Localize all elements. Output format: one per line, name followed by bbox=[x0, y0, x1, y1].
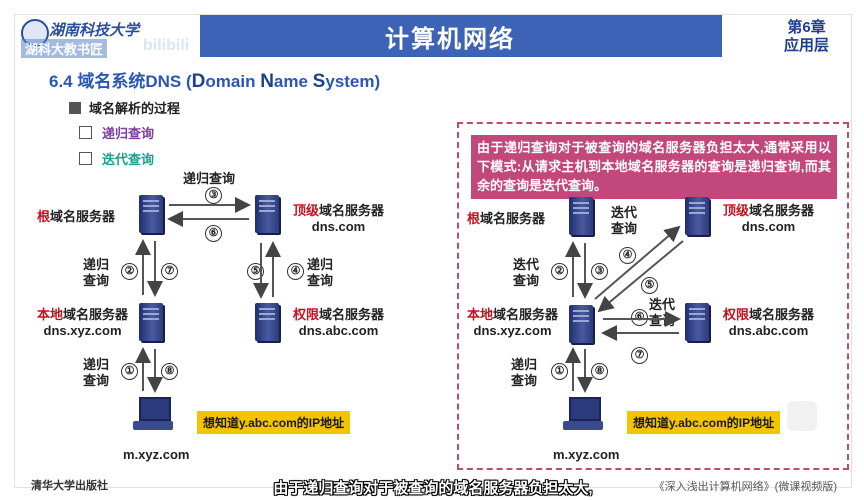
left-step-4: ④ bbox=[287, 263, 304, 280]
right-step-5: ⑤ bbox=[641, 277, 658, 294]
right-root-label: 根域名服务器 bbox=[467, 211, 546, 226]
right-host-label: m.xyz.com bbox=[553, 447, 620, 462]
right-note: 想知道y.abc.com的IP地址 bbox=[627, 411, 781, 434]
left-step-5: ⑤ bbox=[247, 263, 264, 280]
slide-title: 计算机网络 bbox=[385, 26, 515, 53]
right-tld-server-icon bbox=[685, 197, 709, 235]
title-band bbox=[200, 15, 722, 57]
right-auth-server-icon bbox=[685, 303, 709, 341]
left-query-bottom: 递归查询 bbox=[83, 357, 110, 388]
option-iterative[interactable]: 迭代查询 bbox=[79, 149, 154, 168]
left-root-label: 根域名服务器 bbox=[37, 209, 116, 224]
left-root-server-icon bbox=[139, 195, 163, 233]
option-recursive[interactable]: 递归查询 bbox=[79, 123, 154, 142]
left-query-right: 递归查询 bbox=[307, 257, 334, 288]
left-tld-server-icon bbox=[255, 195, 279, 233]
left-step-7: ⑦ bbox=[161, 263, 178, 280]
right-step-4: ④ bbox=[619, 247, 636, 264]
right-step-3: ③ bbox=[591, 263, 608, 280]
play-icon[interactable] bbox=[787, 401, 817, 431]
right-step-7: ⑦ bbox=[631, 347, 648, 364]
left-query-top: 递归查询 bbox=[183, 171, 236, 186]
checkbox-icon[interactable] bbox=[79, 126, 92, 139]
left-step-2: ② bbox=[121, 263, 138, 280]
right-iter-query-2: 迭代查询 bbox=[513, 257, 540, 288]
school-name: 湖南科技大学 bbox=[49, 22, 140, 39]
watermark: 湖科大教书匠 bbox=[21, 39, 108, 58]
arrows-layer bbox=[135, 197, 684, 393]
right-step-2: ② bbox=[551, 263, 568, 280]
right-local-server-icon bbox=[569, 305, 593, 343]
right-host-computer-icon bbox=[563, 397, 603, 433]
square-bullet-icon bbox=[69, 102, 81, 114]
title-bar: 湖南科技大学 湖科大教书匠 bilibili 计算机网络 第6章 应用层 bbox=[15, 15, 851, 58]
video-subtitle: 由于递归查询对于被查询的域名服务器负担太大, bbox=[273, 480, 593, 497]
right-recursive-query: 递归查询 bbox=[511, 357, 538, 388]
right-step-1: ① bbox=[551, 363, 568, 380]
bilibili-logo: bilibili bbox=[143, 37, 190, 54]
right-step-8: ⑧ bbox=[591, 363, 608, 380]
book-title: 《深入浅出计算机网络》(微课视频版) bbox=[653, 481, 837, 493]
checkbox-icon[interactable] bbox=[79, 152, 92, 165]
chapter-label: 第6章 应用层 bbox=[783, 19, 829, 54]
right-step-6: ⑥ bbox=[631, 309, 648, 326]
left-host-label: m.xyz.com bbox=[123, 447, 190, 462]
left-step-8: ⑧ bbox=[161, 363, 178, 380]
left-query-left: 递归查询 bbox=[83, 257, 110, 288]
left-local-server-icon bbox=[139, 303, 163, 341]
publisher-label: 清华大学出版社 bbox=[31, 480, 108, 492]
right-root-server-icon bbox=[569, 197, 593, 235]
left-step-6: ⑥ bbox=[205, 225, 222, 242]
r-arrow-4 bbox=[594, 225, 681, 300]
iterative-example-box bbox=[457, 122, 849, 470]
left-auth-server-icon bbox=[255, 303, 279, 341]
bullet-resolution: 域名解析的过程 bbox=[69, 98, 180, 117]
r-arrow-5 bbox=[597, 240, 684, 313]
left-note: 想知道y.abc.com的IP地址 bbox=[197, 411, 351, 434]
left-step-1: ① bbox=[121, 363, 138, 380]
left-host-computer-icon bbox=[133, 397, 173, 433]
iterative-explanation: 由于递归查询对于被查询的域名服务器负担太大,通常采用以下模式:从请求主机到本地域… bbox=[471, 135, 837, 199]
right-iter-query-1: 迭代查询 bbox=[611, 205, 638, 236]
section-heading: 6.4 域名系统DNS (Domain Name System) bbox=[49, 71, 381, 92]
left-step-3: ③ bbox=[205, 187, 222, 204]
slide: 湖南科技大学 湖科大教书匠 bilibili 计算机网络 第6章 应用层 6.4… bbox=[14, 14, 852, 497]
